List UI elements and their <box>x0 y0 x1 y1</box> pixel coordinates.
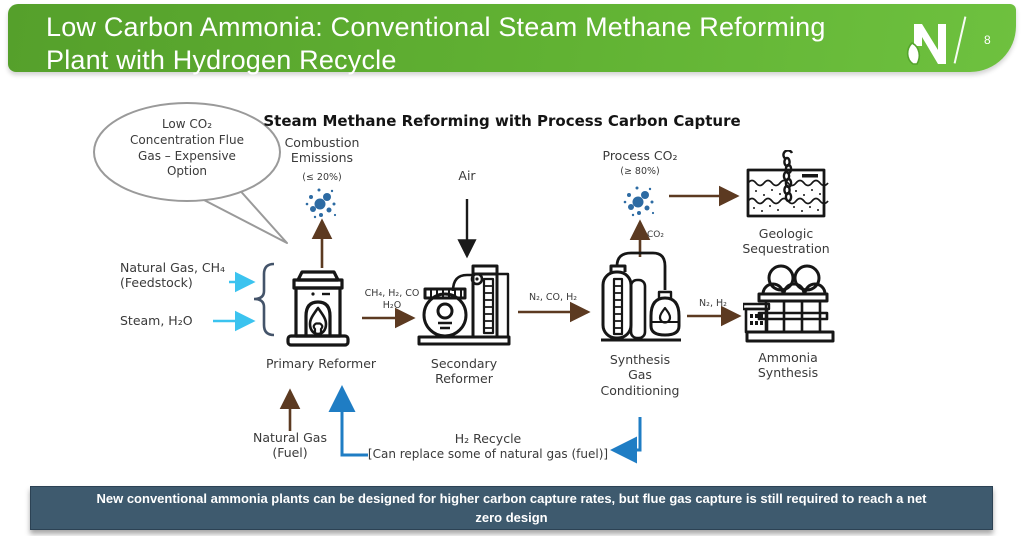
ammonia-synthesis-label: Ammonia Synthesis <box>757 350 819 381</box>
header-bar: Low Carbon Ammonia: Conventional Steam M… <box>8 4 1016 75</box>
process-co2-label: Process CO₂ <box>602 148 678 163</box>
co2-arrow-label: CO₂ <box>647 230 664 240</box>
primary-reformer-label: Primary Reformer <box>265 356 377 371</box>
air-label: Air <box>458 168 476 183</box>
primary-reformer-icon <box>286 270 350 347</box>
feedstock-label: Natural Gas, CH₄ (Feedstock) <box>120 260 226 291</box>
secondary-reformer-icon <box>417 264 511 346</box>
ammonia-synthesis-icon <box>743 264 835 343</box>
stream-primary-to-secondary-label: CH₄, H₂, CO H₂O <box>364 288 420 311</box>
stream-conditioning-to-ammonia-label: N₂, H₂ <box>699 298 727 309</box>
combustion-emissions-label: Combustion Emissions <box>284 135 360 166</box>
synthesis-gas-conditioning-label: Synthesis Gas Conditioning <box>600 352 680 398</box>
h2-recycle-note: [Can replace some of natural gas (fuel)] <box>367 447 609 461</box>
co2-molecules-combustion-icon <box>305 188 337 219</box>
secondary-reformer-label: Secondary Reformer <box>430 356 498 387</box>
flue-gas-callout: Low CO₂ Concentration Flue Gas – Expensi… <box>130 117 244 179</box>
co2-molecules-process-icon <box>623 186 655 217</box>
feed-bracket <box>253 262 275 337</box>
line-h2-recycle-to-reformer <box>328 385 368 457</box>
slide-title: Low Carbon Ammonia: Conventional Steam M… <box>46 12 826 75</box>
line-h2-recycle-from-conditioning <box>610 417 642 464</box>
nutrien-n-logo-icon <box>906 24 946 65</box>
takeaway-banner: New conventional ammonia plants can be d… <box>30 486 993 530</box>
geologic-sequestration-icon <box>746 150 829 218</box>
natural-gas-fuel-label: Natural Gas (Fuel) <box>253 430 327 461</box>
diagram-title: Steam Methane Reforming with Process Car… <box>263 112 741 130</box>
steam-label: Steam, H₂O <box>120 313 193 328</box>
takeaway-text: New conventional ammonia plants can be d… <box>96 490 927 526</box>
geologic-sequestration-label: Geologic Sequestration <box>742 226 830 257</box>
stream-secondary-to-conditioning-label: N₂, CO, H₂ <box>528 292 578 303</box>
process-pct-label: (≥ 80%) <box>620 166 660 177</box>
h2-recycle-title: H₂ Recycle <box>454 431 522 446</box>
page-number: 8 <box>984 33 991 47</box>
speech-bubble-shape <box>93 102 288 244</box>
synthesis-gas-conditioning-icon <box>601 251 681 342</box>
combustion-pct-label: (≤ 20%) <box>302 172 342 183</box>
